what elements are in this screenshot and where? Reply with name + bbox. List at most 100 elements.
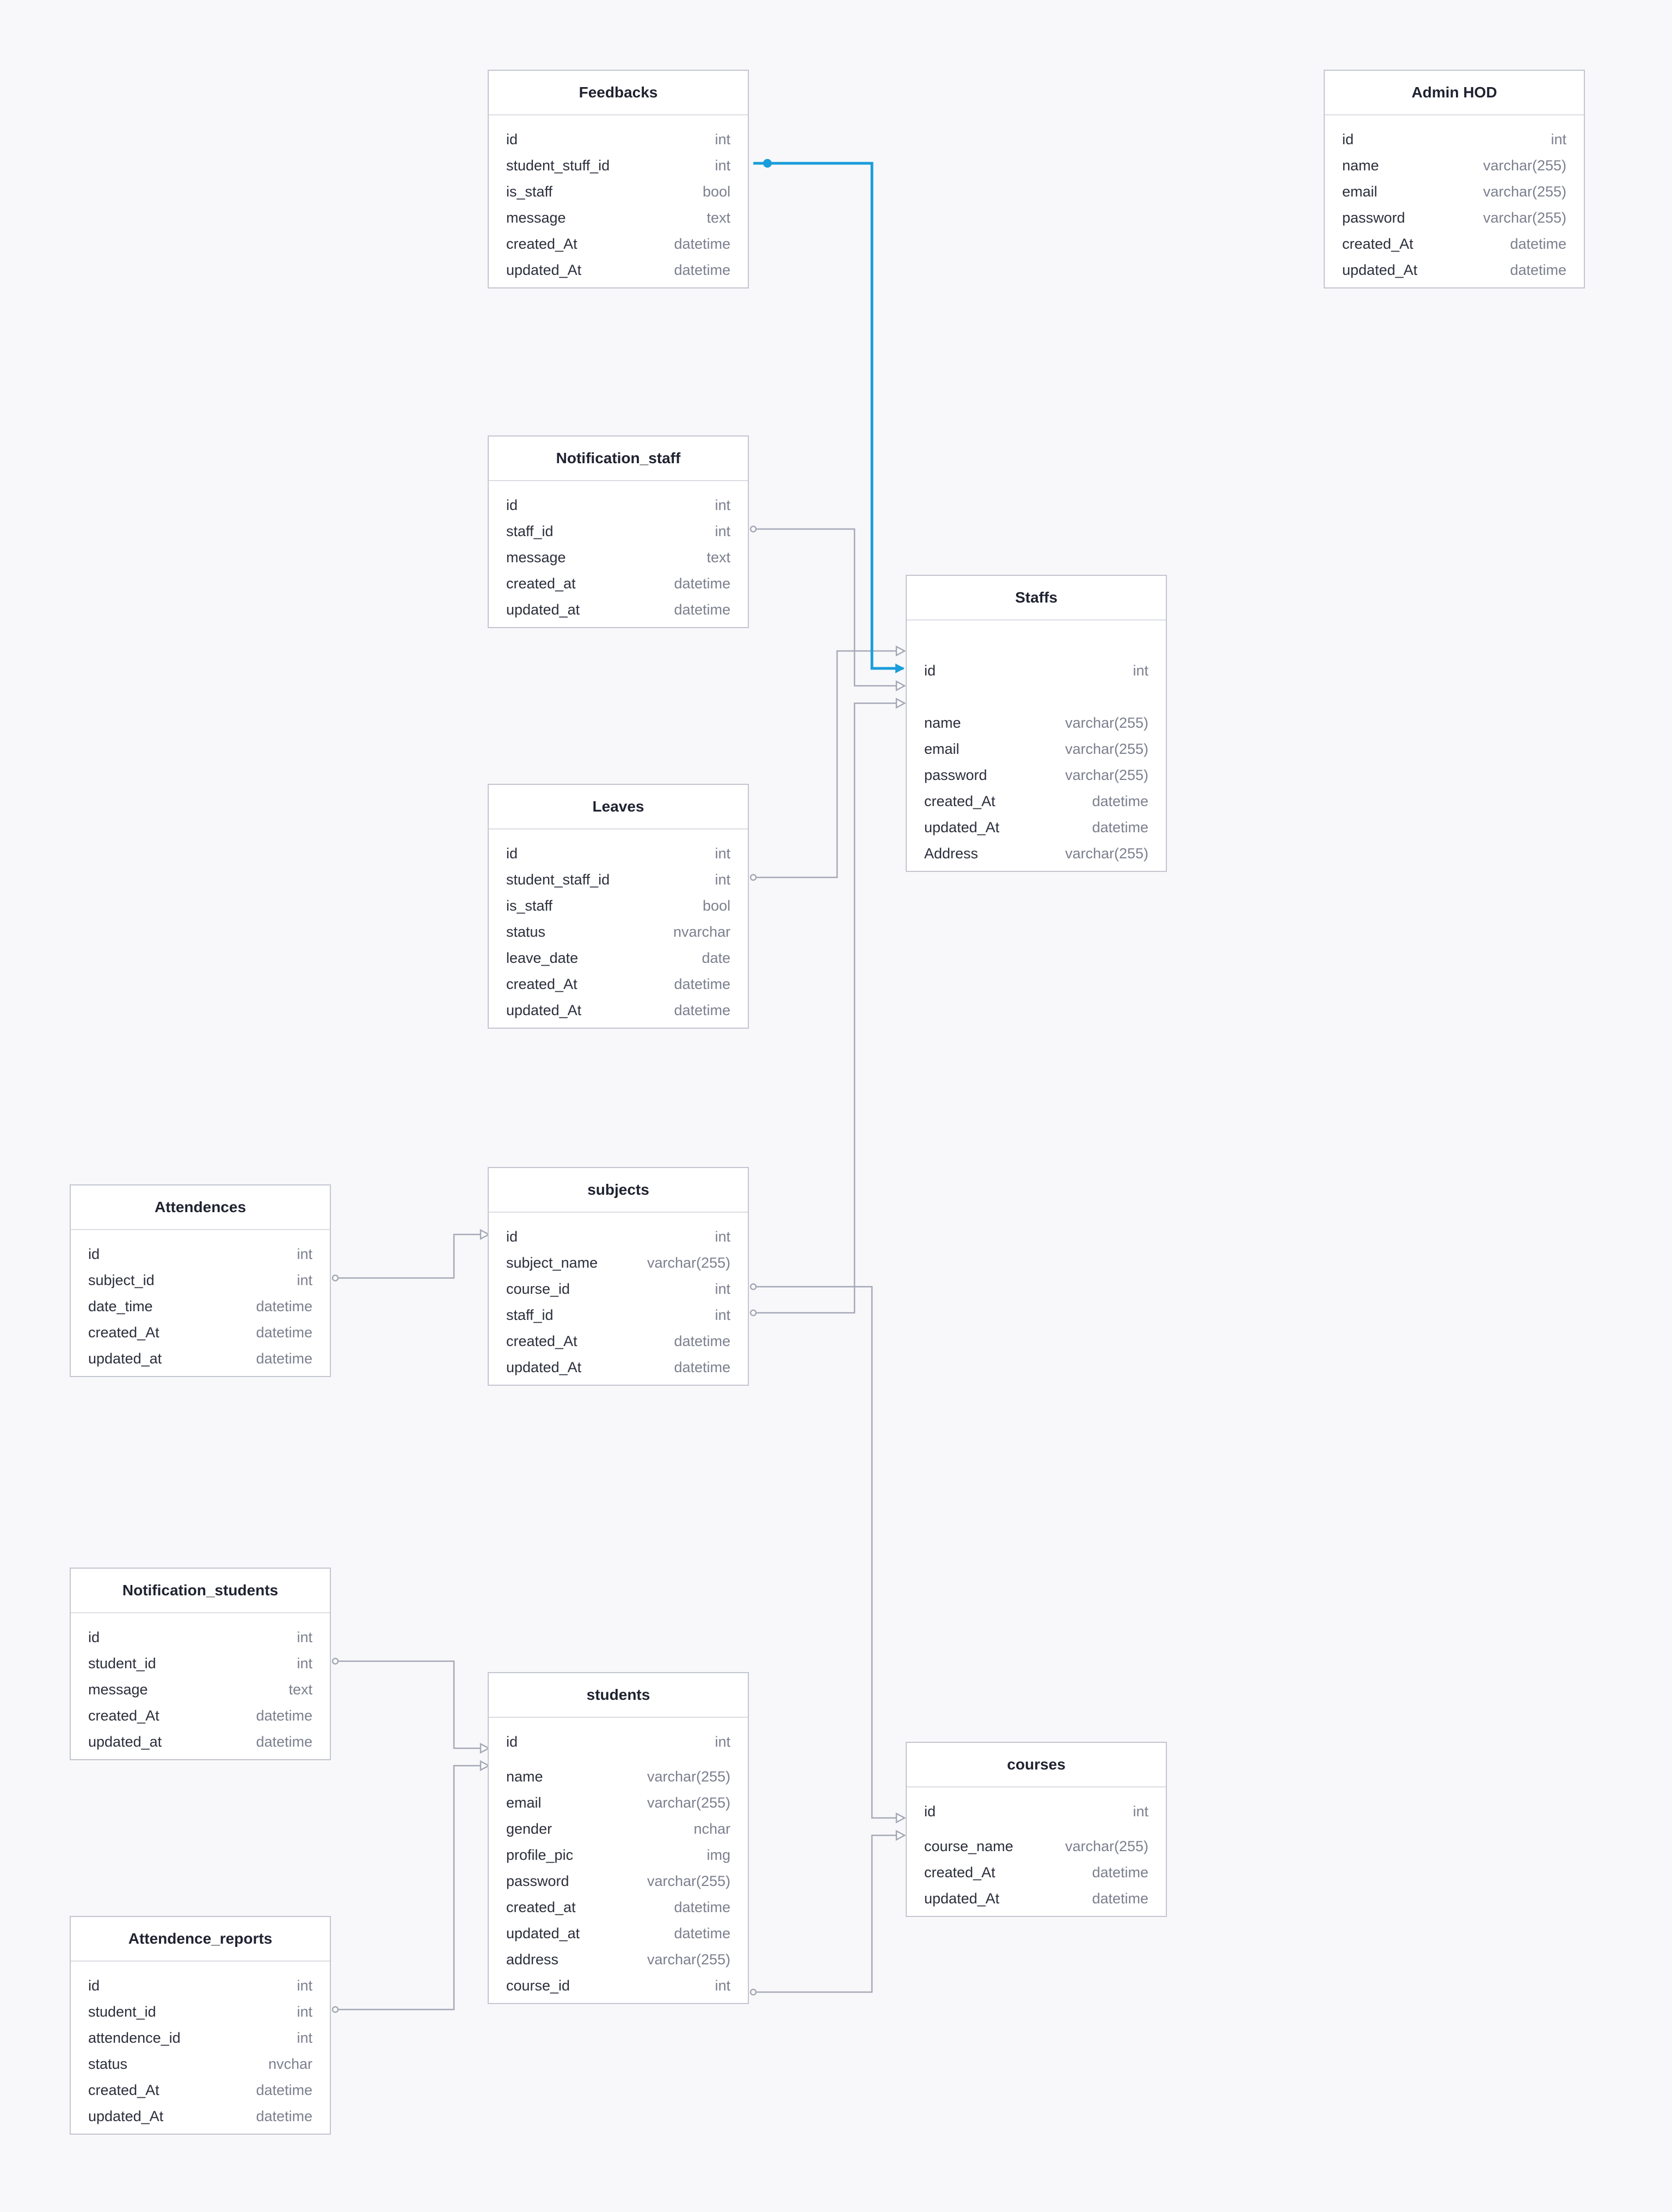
- field-type: int: [715, 523, 730, 539]
- field-name: created_at: [506, 1898, 576, 1915]
- field-name: created_At: [88, 1707, 159, 1724]
- field-type: int: [297, 1629, 312, 1645]
- field-type: nchar: [693, 1820, 730, 1837]
- field-name: leave_date: [506, 949, 579, 966]
- field-type: datetime: [256, 1298, 312, 1314]
- field-row[interactable]: gender nchar: [489, 1816, 748, 1842]
- link-attendence-reports-to-students: [335, 1765, 488, 2011]
- field-name: status: [506, 923, 546, 940]
- field-name: name: [506, 1768, 543, 1785]
- many-marker: [331, 1274, 339, 1282]
- field-name: gender: [506, 1820, 552, 1837]
- field-type: datetime: [1092, 1890, 1148, 1907]
- field-type: int: [297, 1977, 312, 1994]
- field-name: id: [88, 1245, 100, 1262]
- field-type: int: [297, 1655, 312, 1672]
- arrow-marker: [895, 680, 906, 692]
- field-name: created_At: [88, 1324, 159, 1341]
- field-type: datetime: [674, 1332, 730, 1349]
- many-marker: [331, 2006, 339, 2013]
- field-type: varchar(255): [647, 1794, 730, 1811]
